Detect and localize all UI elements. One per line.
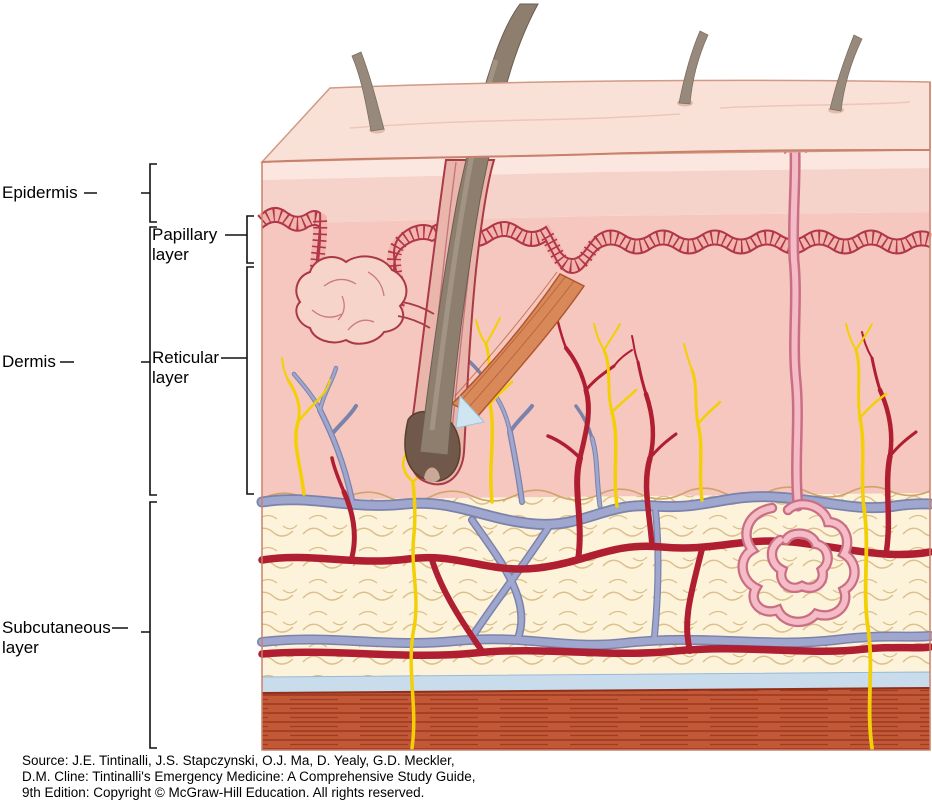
source-credit: Source: J.E. Tintinalli, J.S. Stapczynsk… bbox=[22, 753, 476, 801]
arrector-pili-muscle bbox=[450, 271, 586, 417]
hair bbox=[678, 30, 709, 105]
follicle-basement-highlight bbox=[455, 394, 485, 429]
source-line: D.M. Cline: Tintinalli's Emergency Medic… bbox=[22, 769, 476, 784]
label-dermis: Dermis bbox=[2, 352, 56, 371]
label-brackets bbox=[60, 163, 254, 749]
epidermis-bracket bbox=[84, 163, 157, 223]
sweat-gland bbox=[737, 141, 860, 627]
nerves bbox=[281, 317, 888, 750]
source-line: Source: J.E. Tintinalli, J.S. Stapczynsk… bbox=[22, 753, 455, 768]
block-outline bbox=[261, 82, 931, 751]
surface-hairs bbox=[351, 30, 863, 134]
epidermis-layer bbox=[262, 150, 930, 224]
arteries bbox=[258, 320, 932, 659]
sebaceous-gland bbox=[295, 255, 435, 345]
muscle-layer bbox=[261, 687, 931, 750]
label-epidermis: Epidermis bbox=[2, 183, 78, 202]
hair bbox=[829, 34, 863, 112]
skin-surface-top-face bbox=[260, 79, 931, 163]
papillary-bracket bbox=[225, 215, 254, 264]
veins bbox=[256, 360, 932, 650]
hair bbox=[351, 51, 385, 132]
label-papillary-layer: Papillary layer bbox=[152, 225, 218, 264]
dermal-papilla bbox=[424, 467, 440, 483]
subcutaneous-bracket bbox=[112, 501, 157, 749]
label-reticular-layer: Reticular layer bbox=[152, 348, 220, 387]
source-line: 9th Edition: Copyright © McGraw-Hill Edu… bbox=[22, 785, 425, 800]
label-subcutaneous-layer: Subcutaneous layer bbox=[2, 618, 111, 657]
reticular-bracket bbox=[221, 266, 254, 495]
dermis-bracket bbox=[60, 226, 157, 496]
